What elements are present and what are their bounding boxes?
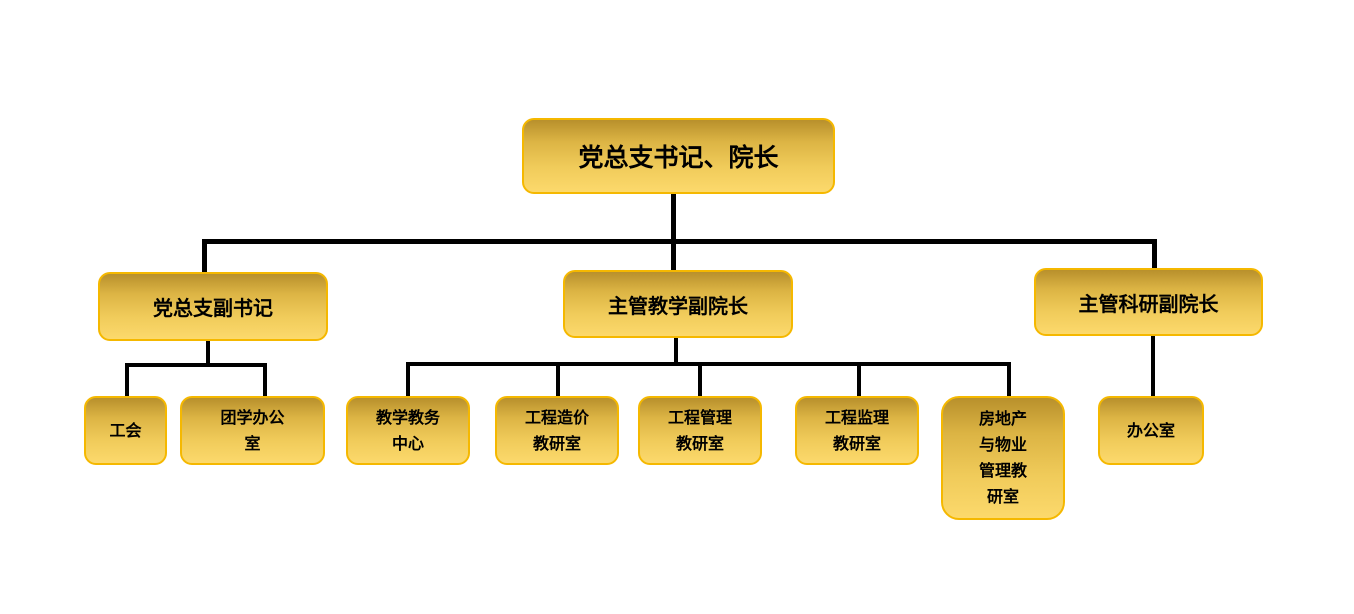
connector-line	[202, 239, 1157, 244]
connector-line	[671, 194, 676, 243]
node-root: 党总支书记、院长	[522, 118, 835, 194]
connector-line	[857, 362, 861, 396]
node-office: 办公室	[1098, 396, 1204, 465]
connector-line	[1152, 239, 1157, 268]
node-academic-affairs: 教学教务 中心	[346, 396, 470, 465]
node-youth-office: 团学办公 室	[180, 396, 325, 465]
connector-line	[263, 363, 267, 396]
node-research-vice-dean: 主管科研副院长	[1034, 268, 1263, 336]
connector-line	[674, 338, 678, 366]
connector-line	[125, 363, 129, 396]
connector-line	[556, 362, 560, 396]
connector-line	[406, 362, 410, 396]
node-cost-engineering: 工程造价 教研室	[495, 396, 619, 465]
node-engineering-management: 工程管理 教研室	[638, 396, 762, 465]
connector-line	[206, 341, 210, 367]
node-engineering-supervision: 工程监理 教研室	[795, 396, 919, 465]
connector-line	[1007, 362, 1011, 396]
connector-line	[671, 239, 676, 270]
connector-line	[406, 362, 1011, 366]
node-teaching-vice-dean: 主管教学副院长	[563, 270, 793, 338]
connector-line	[202, 239, 207, 272]
connector-line	[125, 363, 267, 367]
node-real-estate: 房地产 与物业 管理教 研室	[941, 396, 1065, 520]
node-deputy-secretary: 党总支副书记	[98, 272, 328, 341]
node-union: 工会	[84, 396, 167, 465]
connector-line	[1151, 336, 1155, 396]
connector-line	[698, 362, 702, 396]
